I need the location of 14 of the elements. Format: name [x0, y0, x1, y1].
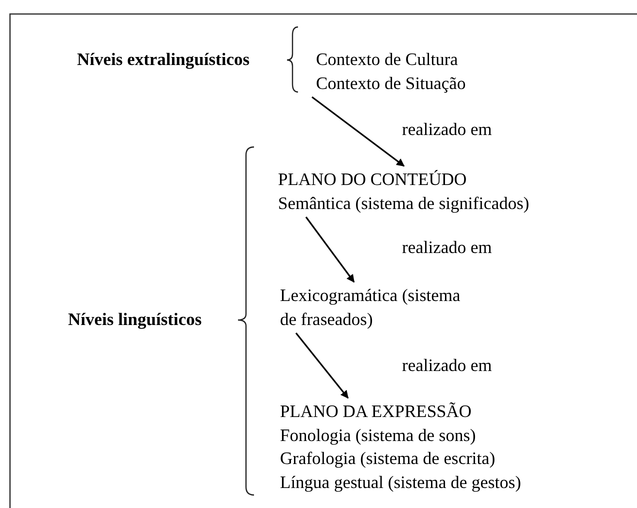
- plane-heading: PLANO DO CONTEÚDO: [278, 168, 468, 191]
- level-text: Fonologia (sistema de sons): [280, 424, 477, 447]
- level-text: Contexto de Situação: [316, 72, 466, 95]
- level-text: Língua gestual (sistema de gestos): [280, 470, 522, 494]
- level-label: Níveis linguísticos: [68, 308, 202, 332]
- arrow: [295, 332, 349, 399]
- level-text: Semântica (sistema de significados): [278, 192, 530, 215]
- level-label: Níveis extralinguísticos: [77, 48, 250, 72]
- level-text: Grafologia (sistema de escrita): [280, 447, 496, 470]
- level-text: Lexicogramática (sistema de fraseados): [280, 284, 480, 331]
- arrow: [305, 216, 355, 283]
- arrow: [312, 96, 405, 167]
- level-text: Contexto de Cultura: [316, 48, 459, 71]
- plane-heading: PLANO DA EXPRESSÃO: [280, 400, 473, 423]
